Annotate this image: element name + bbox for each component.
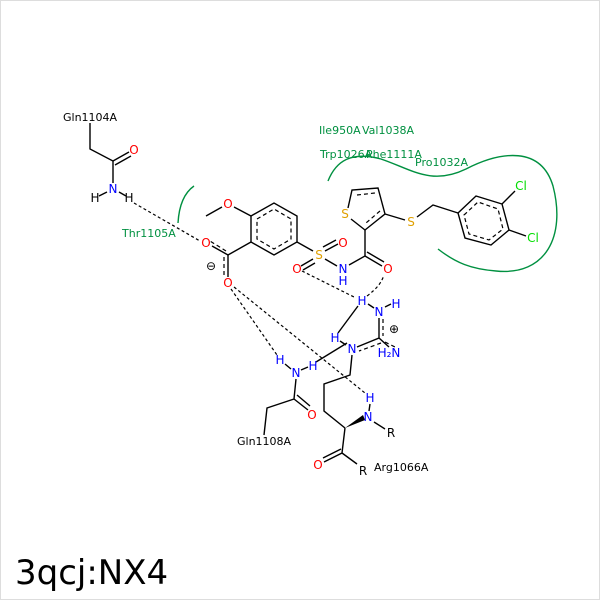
atom-o: O [223, 197, 232, 211]
gln1104-bonds [89, 123, 132, 197]
atom-nh2: H₂N [378, 346, 401, 360]
atom-o: O [307, 408, 316, 422]
atom-o: O [223, 276, 232, 290]
atom-h: H [330, 331, 339, 345]
atom-h: H [338, 274, 347, 288]
residue-label-arg1066: Arg1066A [374, 461, 429, 474]
atom-h: H [357, 294, 366, 308]
atom-o: O [338, 236, 347, 250]
atom-s: S [341, 207, 349, 221]
atom-s: S [315, 248, 323, 262]
atom-h: H [275, 353, 284, 367]
atom-n: N [364, 410, 373, 424]
negative-charge-icon: ⊖ [206, 259, 216, 273]
atom-r: R [359, 464, 367, 478]
residue-label-gln1108: Gln1108A [237, 435, 292, 448]
interaction-lines [133, 202, 385, 394]
gln1108-bonds [263, 363, 311, 436]
thr1105-contour [177, 185, 195, 224]
atom-h: H [90, 191, 99, 205]
arg1066-bonds [322, 303, 396, 465]
hydrophobic-contour [327, 154, 558, 273]
ligand-bonds [205, 187, 527, 277]
atom-o: O [313, 458, 322, 472]
atom-o: O [383, 262, 392, 276]
atom-o: O [129, 143, 138, 157]
residue-label-phe1111: Phe1111A [366, 148, 422, 161]
atom-r: R [387, 426, 395, 440]
residue-label-val1038: Val1038A [362, 124, 414, 137]
residue-label-ile950: Ile950A [319, 124, 361, 137]
atom-n: N [292, 366, 301, 380]
atom-n: N [348, 342, 357, 356]
residue-label-trp1026: Trp1026A [319, 148, 373, 161]
atom-h: H [124, 191, 133, 205]
atom-n: N [339, 262, 348, 276]
atom-h: H [391, 297, 400, 311]
atom-h: H [308, 359, 317, 373]
residue-label-thr1105: Thr1105A [121, 227, 176, 240]
atom-s: S [407, 215, 415, 229]
positive-charge-icon: ⊕ [389, 322, 399, 336]
atom-n: N [375, 305, 384, 319]
atom-labels: O N H H O O O ⊖ S O O N H O S S Cl Cl H … [90, 143, 538, 478]
atom-cl: Cl [515, 179, 527, 193]
atom-n: N [109, 182, 118, 196]
atom-o: O [201, 236, 210, 250]
atom-cl: Cl [527, 231, 539, 245]
residue-label-gln1104: Gln1104A [63, 111, 118, 124]
diagram-title: 3qcj:NX4 [15, 553, 169, 593]
atom-h: H [365, 391, 374, 405]
atom-o: O [292, 262, 301, 276]
residue-label-pro1032: Pro1032A [415, 156, 468, 169]
